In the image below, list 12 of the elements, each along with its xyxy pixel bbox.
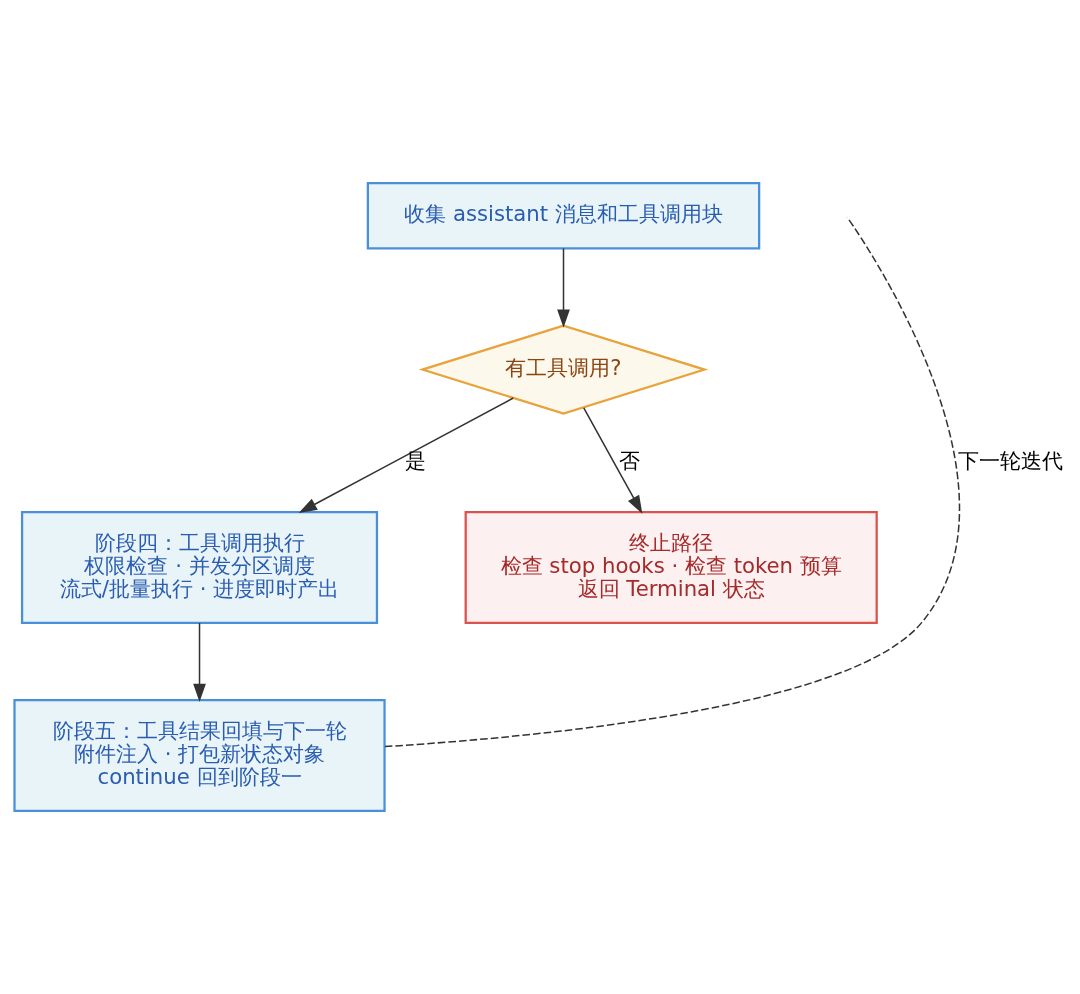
node-box: 终止路径 检查 stop hooks · 检查 token 预算 返回 Terminal 状态 [464,511,878,624]
node-box: 收集 assistant 消息和工具调用块 [366,181,761,250]
arrow [298,397,515,513]
edge-label: 下一轮迭代 [958,448,1064,474]
edge-label: 是 [405,448,427,474]
edge-label: 否 [618,448,640,474]
node-diamond: 有工具调用? [418,324,709,415]
arrow [557,247,570,328]
node-box: 阶段四：工具调用执行 权限检查 · 并发分区调度 流式/批量执行 · 进度即时产出 [20,511,379,624]
node-box: 阶段五：工具结果回填与下一轮 附件注入 · 打包新状态对象 continue 回到阶段一 [13,699,386,813]
arrow [193,622,206,702]
arrow [583,407,643,514]
